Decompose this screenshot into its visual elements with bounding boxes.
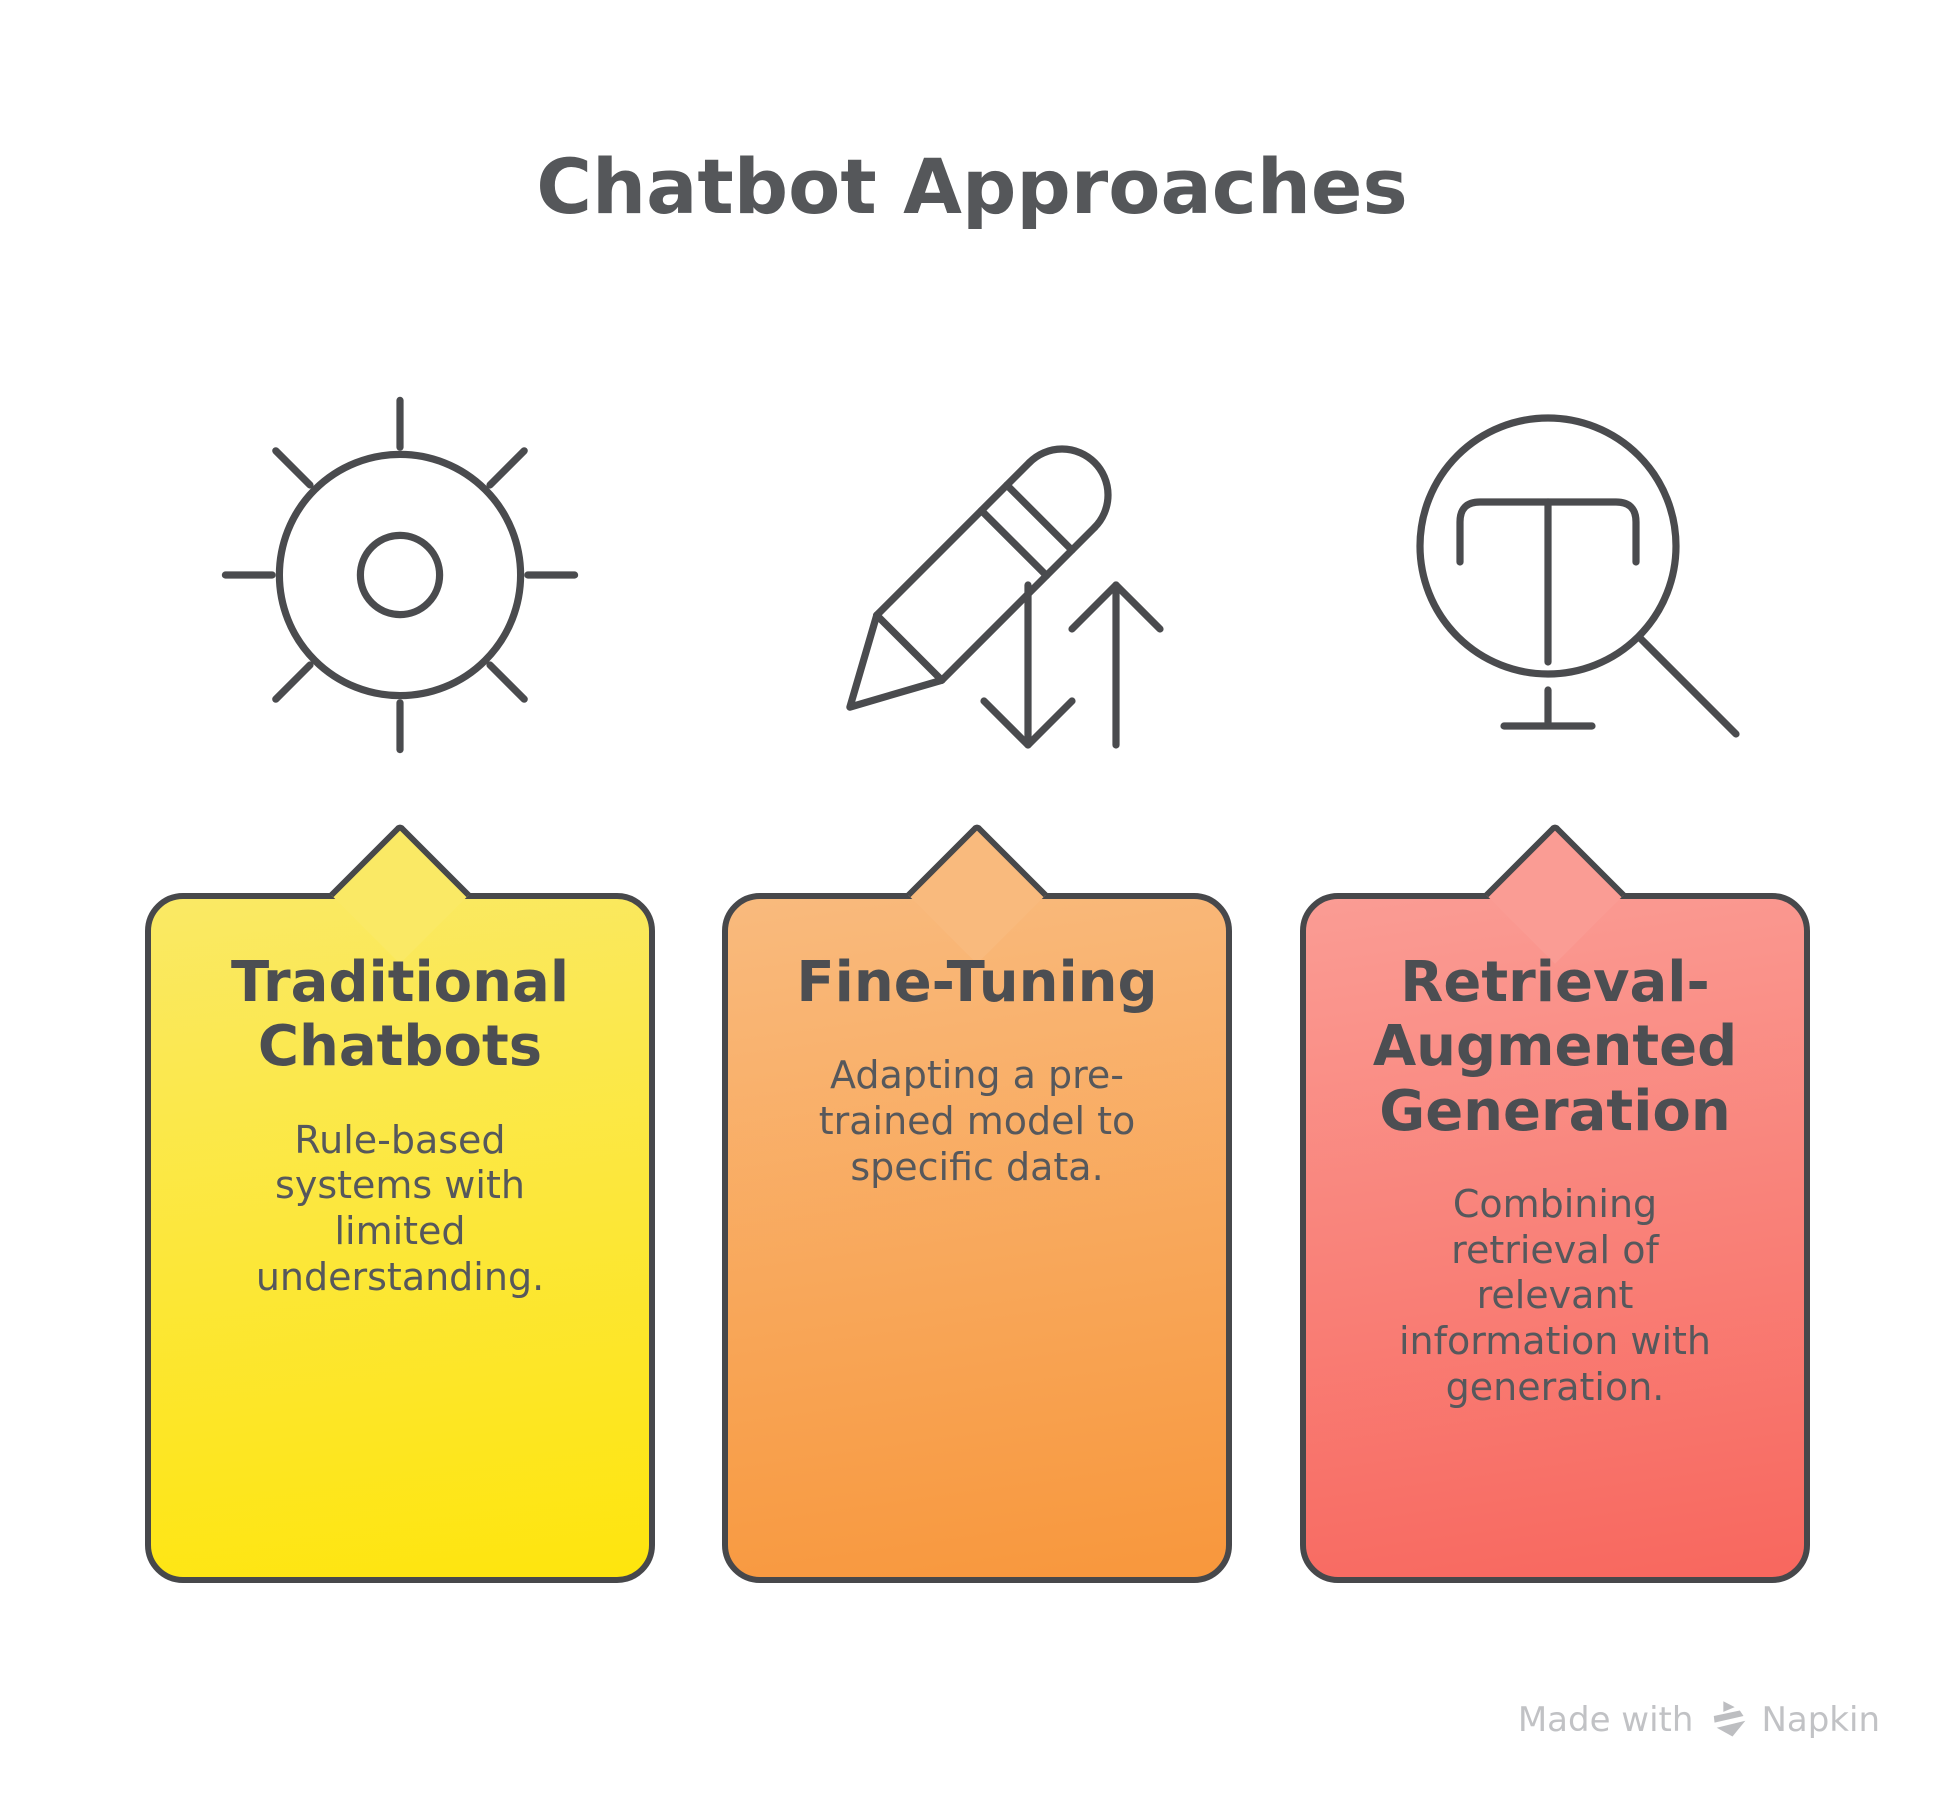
card-retrieval-augmented-generation: Retrieval-Augmented Generation Combining… bbox=[1300, 893, 1810, 1583]
sun-rays-icon bbox=[220, 395, 580, 755]
watermark-brand: Napkin bbox=[1761, 1700, 1880, 1740]
napkin-logo-icon bbox=[1714, 1701, 1746, 1737]
pencil-tuning-icon bbox=[780, 377, 1180, 777]
card-description: Adapting a pre-trained model to specific… bbox=[818, 1053, 1136, 1189]
card-heading: Fine-Tuning bbox=[796, 950, 1158, 1015]
card-description: Rule-based systems with limited understa… bbox=[255, 1117, 545, 1299]
page-title: Chatbot Approaches bbox=[536, 142, 1408, 231]
card-heading: Retrieval-Augmented Generation bbox=[1372, 950, 1738, 1144]
card-traditional-chatbots: Traditional Chatbots Rule-based systems … bbox=[145, 893, 655, 1583]
text-search-icon bbox=[1364, 382, 1764, 782]
watermark-prefix: Made with bbox=[1517, 1700, 1694, 1740]
card-fine-tuning: Fine-Tuning Adapting a pre-trained model… bbox=[722, 893, 1232, 1583]
card-description: Combining retrieval of relevant informat… bbox=[1398, 1182, 1711, 1409]
card-heading: Traditional Chatbots bbox=[230, 950, 570, 1080]
watermark: Made with Napkin bbox=[1518, 1698, 1880, 1742]
